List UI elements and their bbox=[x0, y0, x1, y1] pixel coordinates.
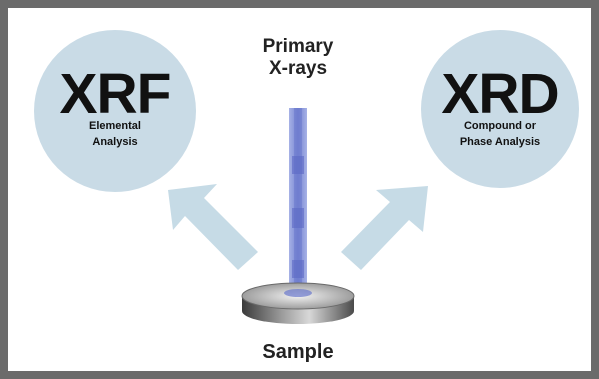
xrf-description-line1: Elemental bbox=[89, 120, 141, 132]
arrow-to-xrd bbox=[341, 186, 428, 270]
sample-label: Sample bbox=[262, 341, 334, 363]
primary-xrays-label-line1: Primary bbox=[262, 36, 334, 57]
primary-xray-beam bbox=[289, 108, 307, 298]
xrd-circle bbox=[421, 30, 579, 188]
xrd-acronym: XRD bbox=[441, 62, 559, 126]
xrd-description-line1: Compound or bbox=[463, 120, 537, 132]
diagram-graphics bbox=[168, 108, 428, 324]
primary-xrays-label-line2: X-rays bbox=[268, 58, 328, 79]
xrd-description-line2: Phase Analysis bbox=[459, 136, 541, 148]
arrow-to-xrf bbox=[168, 184, 258, 270]
sample-holder bbox=[241, 282, 355, 324]
xrf-acronym: XRF bbox=[59, 62, 172, 126]
xrf-description-line2: Analysis bbox=[92, 136, 138, 148]
xrf-circle bbox=[34, 30, 196, 192]
